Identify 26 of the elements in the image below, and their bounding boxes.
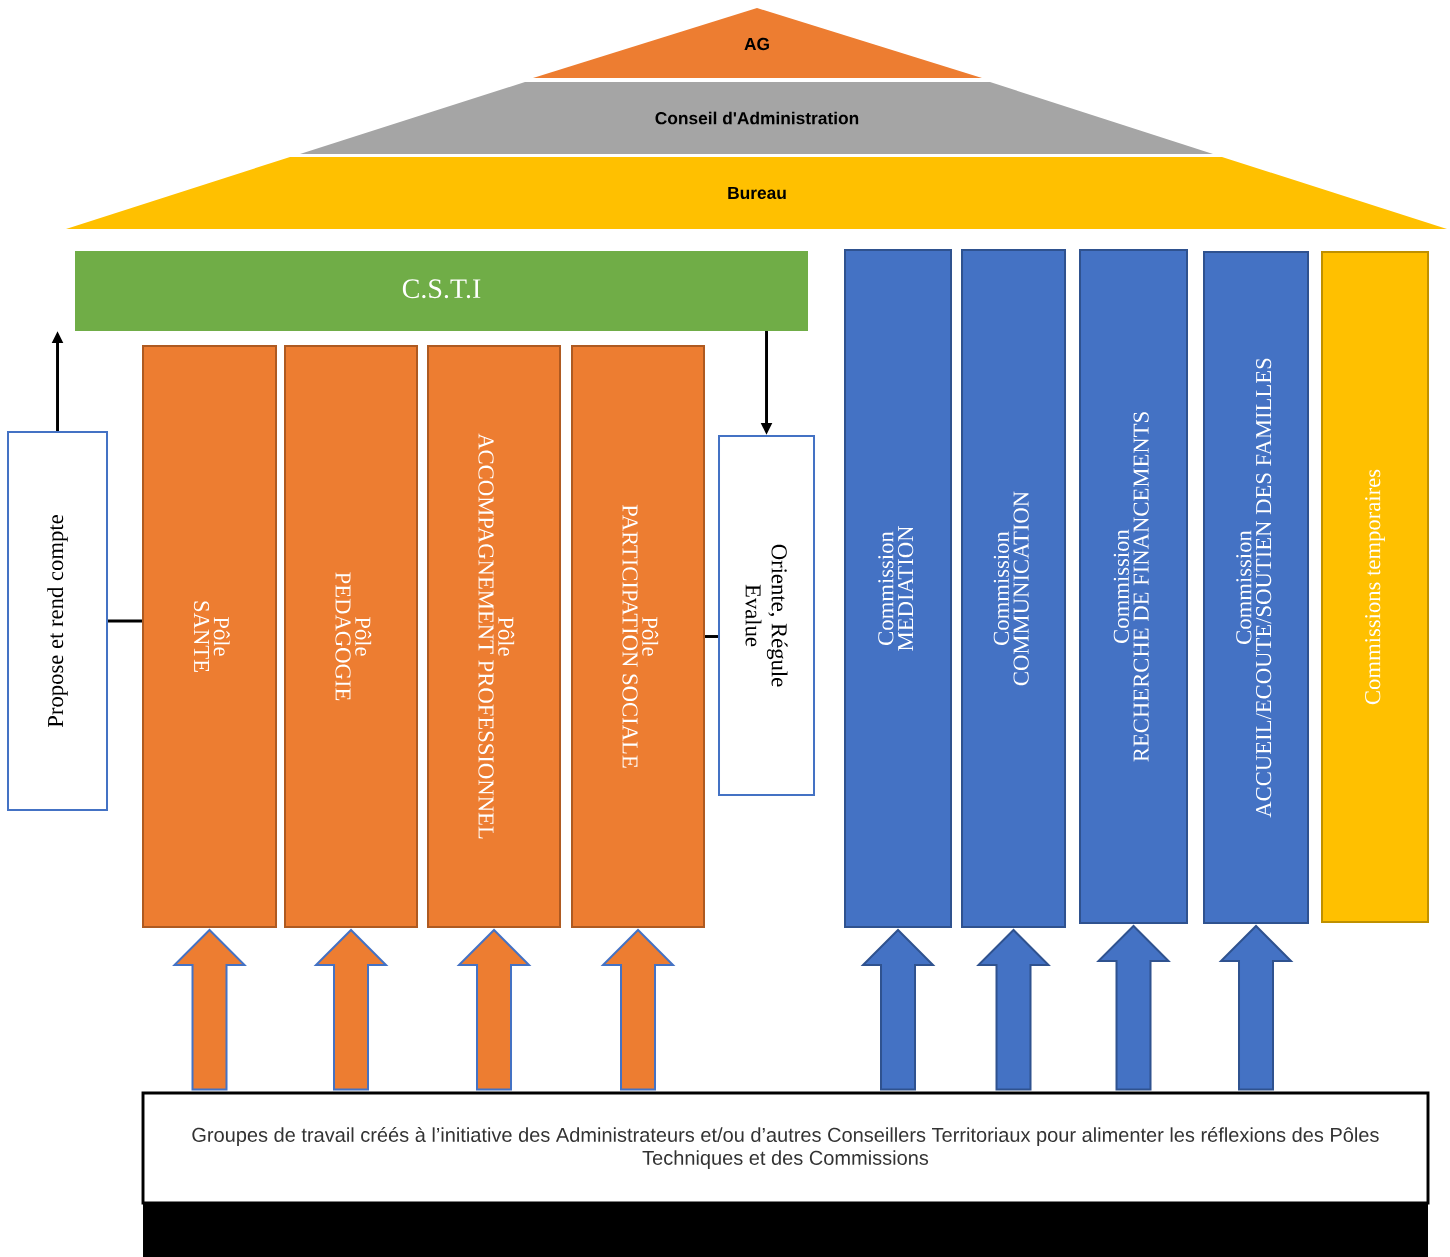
block-arrow — [1096, 924, 1171, 1091]
csti-bar: C.S.T.I — [75, 251, 808, 331]
block-arrow — [1218, 924, 1294, 1091]
commission-column: Commission COMMUNICATION — [961, 249, 1066, 928]
block-arrow — [456, 928, 532, 1091]
block-arrow — [976, 928, 1051, 1091]
roof-triangle: AG — [533, 8, 982, 78]
text-box: Propose et rend compte — [7, 431, 108, 811]
pole-column: Pôle SANTE — [142, 345, 277, 928]
pole-column: Pôle PARTICIPATION SOCIALE — [571, 345, 705, 928]
connector-line — [705, 635, 718, 638]
commission-column: Commission MEDIATION — [844, 249, 952, 928]
block-arrow — [172, 928, 247, 1091]
commission-column: Commission ACCUEIL/ECOUTE/SOUTIEN DES FAMILLES — [1203, 251, 1309, 924]
footer-box: Groupes de travail créés à l’initiative des Administrateurs et/ou d’autres Conseillers Territoriaux pour alimenter les réflexions des Pôles Techniques et des Commissions — [141, 1091, 1430, 1205]
text-box: Oriente, Régule Evalue — [718, 435, 815, 796]
block-arrow — [860, 928, 936, 1091]
roof-band: Conseil d'Administration — [300, 82, 1213, 154]
pole-column: Pôle ACCOMPAGNEMENT PROFESSIONNEL — [427, 345, 561, 928]
block-arrow — [600, 928, 676, 1091]
connector-line — [108, 619, 142, 623]
commission-column: Commission RECHERCHE DE FINANCEMENTS — [1079, 249, 1188, 924]
roof-band: Bureau — [66, 157, 1447, 229]
block-arrow — [313, 928, 389, 1091]
pole-column: Pôle PEDAGOGIE — [284, 345, 418, 928]
commission-column: Commissions temporaires — [1321, 251, 1429, 923]
